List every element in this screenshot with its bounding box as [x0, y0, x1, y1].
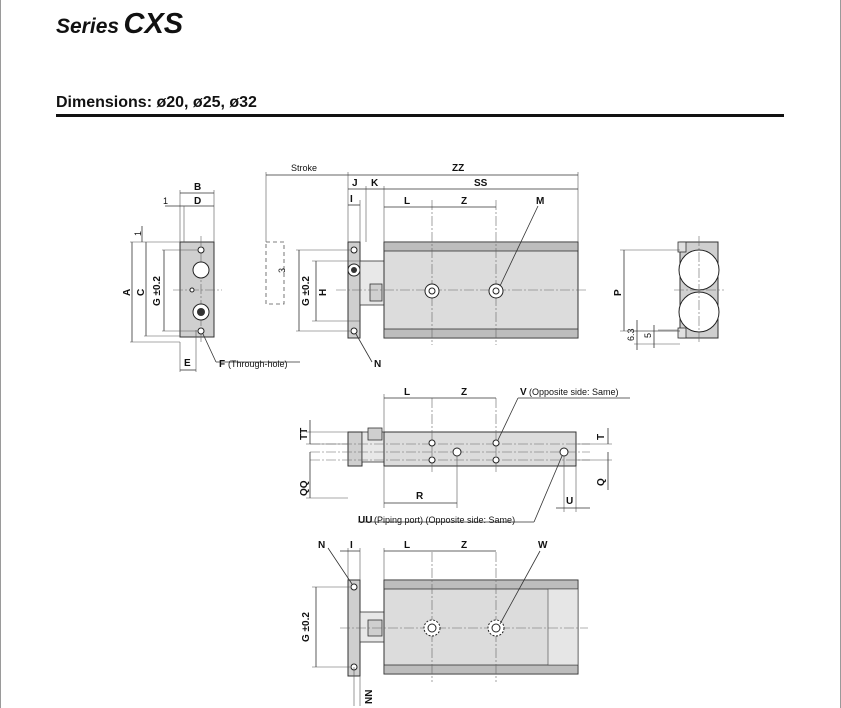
label-u: U: [566, 496, 573, 507]
top-hole-3: [428, 456, 436, 464]
label-qq: QQ: [299, 480, 310, 496]
label-v: V: [520, 387, 527, 398]
label-t: T: [596, 434, 607, 440]
front-hole-mid: [189, 287, 195, 293]
side-view: 3 Stroke ZZ J K: [265, 163, 588, 370]
dimensions-rule: [56, 114, 784, 117]
label-j: J: [352, 178, 358, 189]
label-n-bottom: N: [318, 540, 325, 551]
label-tt: TT: [299, 428, 310, 440]
dimensions-title: Dimensions: ø20, ø25, ø32: [56, 94, 257, 111]
label-p: P: [613, 289, 624, 296]
label-z-top: Z: [461, 387, 467, 398]
top-port-1: [452, 447, 462, 457]
label-d: D: [194, 196, 201, 207]
top-body: [383, 431, 577, 467]
bottom-rail-bottom: [383, 664, 579, 675]
label-z-side: Z: [461, 196, 467, 207]
label-small-3: 3: [277, 268, 287, 273]
label-v-note: (Opposite side: Same): [529, 387, 619, 397]
label-i-bottom: I: [350, 540, 353, 551]
label-f: F: [219, 359, 225, 370]
label-six-three: 6.3: [626, 328, 636, 341]
stroke-phantom: [265, 241, 285, 305]
top-end-plate: [347, 431, 363, 467]
series-name: CXS: [123, 8, 184, 40]
front-plate: [179, 241, 215, 338]
label-g-bottom: G ±0.2: [301, 612, 312, 642]
label-q: Q: [596, 478, 607, 486]
label-zz: ZZ: [452, 163, 464, 174]
top-view: L Z V (Opposite side: Same) TT QQ T Q R …: [299, 387, 630, 526]
label-i-side: I: [350, 194, 353, 205]
label-w: W: [538, 540, 548, 551]
front-port-lower-core: [197, 308, 205, 316]
label-h: H: [318, 289, 329, 296]
bottom-plate-hole-top: [350, 583, 358, 591]
label-e: E: [184, 358, 191, 369]
side-rail-top: [383, 241, 579, 252]
top-hole-1: [428, 439, 436, 447]
label-a: A: [122, 289, 133, 296]
top-port-2: [559, 447, 569, 457]
label-stroke: Stroke: [291, 163, 317, 173]
series-title: Series CXS: [56, 8, 183, 41]
front-view: B D 1 A C G ±0.2 1 E F (Through-hole): [122, 182, 300, 372]
side-plate-hole-top: [350, 246, 358, 254]
label-k: K: [371, 178, 379, 189]
top-hole-4: [492, 456, 500, 464]
bottom-rail-top: [383, 579, 579, 590]
label-five: 5: [643, 333, 653, 338]
label-nn: NN: [364, 690, 375, 704]
label-g: G ±0.2: [152, 276, 163, 306]
bottom-view: I L Z N W G ±0.2 NN: [301, 540, 588, 706]
label-m: M: [536, 196, 544, 207]
side-plate-hole-bottom: [350, 327, 358, 335]
series-prefix: Series: [56, 15, 120, 38]
label-z-bottom: Z: [461, 540, 467, 551]
side-nut: [369, 283, 383, 302]
label-uu: UU: [358, 515, 372, 526]
label-uu-note: (Piping port) (Opposite side: Same): [374, 515, 515, 525]
label-one-b: 1: [133, 231, 143, 236]
label-ss: SS: [474, 178, 488, 189]
label-b: B: [194, 182, 201, 193]
label-one-a: 1: [163, 196, 168, 206]
front-hole-bottom: [197, 327, 205, 335]
label-f-note: (Through-hole): [228, 359, 288, 369]
side-rail-bottom: [383, 328, 579, 339]
front-port-upper: [192, 261, 210, 279]
label-g-side: G ±0.2: [301, 276, 312, 306]
end-view: P 6.3 5: [613, 236, 724, 350]
label-l-bottom: L: [404, 540, 410, 551]
label-l-top: L: [404, 387, 410, 398]
front-hole-top: [197, 246, 205, 254]
label-r: R: [416, 491, 424, 502]
label-c: C: [136, 289, 147, 296]
label-n-side: N: [374, 359, 381, 370]
side-plate-port-core: [351, 267, 357, 273]
label-l-side: L: [404, 196, 410, 207]
top-hole-2: [492, 439, 500, 447]
